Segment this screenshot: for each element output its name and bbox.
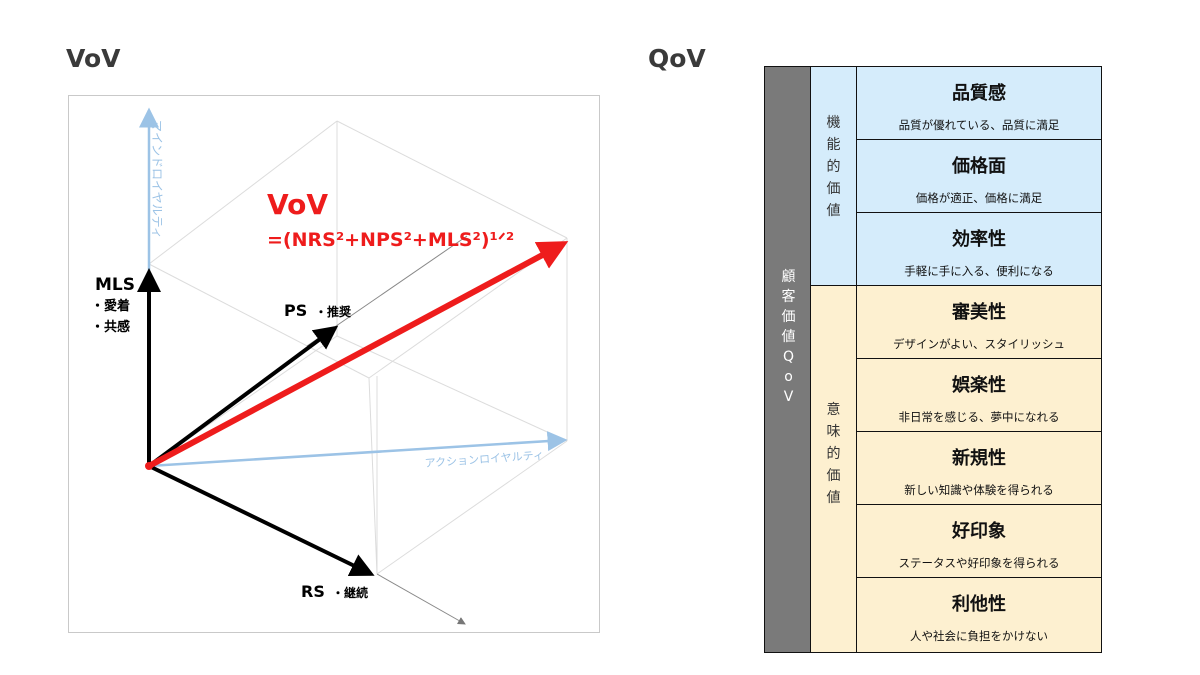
- mls-label: MLS: [95, 275, 135, 295]
- customer-value-char: o: [784, 369, 793, 385]
- functional-value-char: 値: [826, 203, 841, 219]
- rs-extension-line: [376, 573, 466, 625]
- emotional-value-label: 意味的価値: [827, 399, 841, 509]
- qov-item-desc: 新しい知識や体験を得られる: [904, 483, 1054, 497]
- vov-diagram-canvas: マインドロイヤルティ アクションロイヤルティ MLS ・愛着 ・共感 PS ・推…: [91, 107, 569, 625]
- action-loyalty-axis: [148, 431, 568, 468]
- qov-item-desc: 人や社会に負担をかけない: [910, 629, 1048, 643]
- functional-value-char: 価: [826, 181, 841, 197]
- qov-item-title: 価格面: [952, 156, 1006, 177]
- qov-item-desc: 品質が優れている、品質に満足: [898, 118, 1060, 132]
- mls-sub-label-1: ・愛着: [91, 298, 130, 314]
- box-frame-lines: [148, 120, 568, 575]
- ps-label: PS: [284, 301, 307, 320]
- qov-item-title: 利他性: [952, 594, 1006, 615]
- qov-item-quality: 品質感 品質が優れている、品質に満足: [856, 66, 1102, 140]
- qov-item-title: 効率性: [952, 229, 1006, 250]
- rs-vector: [148, 464, 375, 577]
- rs-sub-label: ・継続: [332, 585, 368, 600]
- qov-item-efficiency: 効率性 手軽に手に入る、便利になる: [856, 212, 1102, 286]
- emotional-value-char: 価: [826, 468, 841, 484]
- functional-value-char: 能: [826, 137, 841, 153]
- qov-item-novelty: 新規性 新しい知識や体験を得られる: [856, 431, 1102, 505]
- functional-value-group: 機能的価値: [810, 66, 857, 286]
- vov-heading: VoV: [66, 44, 121, 73]
- customer-value-char: 値: [781, 329, 796, 345]
- qov-item-desc: 非日常を感じる、夢中になれる: [898, 410, 1060, 424]
- mindset-loyalty-label: マインドロイヤルティ: [150, 120, 164, 239]
- qov-item-price: 価格面 価格が適正、価格に満足: [856, 139, 1102, 213]
- emotional-value-group: 意味的価値: [810, 285, 857, 653]
- functional-value-label: 機能的価値: [827, 112, 841, 222]
- qov-item-entertainment: 娯楽性 非日常を感じる、夢中になれる: [856, 358, 1102, 432]
- ps-sub-label: ・推奨: [315, 304, 352, 319]
- vov-diagram: マインドロイヤルティ アクションロイヤルティ MLS ・愛着 ・共感 PS ・推…: [68, 95, 600, 633]
- qov-item-altruism: 利他性 人や社会に負担をかけない: [856, 577, 1102, 653]
- functional-value-char: 機: [826, 115, 841, 131]
- customer-value-char: 顧: [781, 269, 796, 285]
- qov-item-desc: 手軽に手に入る、便利になる: [904, 264, 1054, 278]
- qov-item-desc: 価格が適正、価格に満足: [915, 191, 1043, 205]
- action-loyalty-label: アクションロイヤルティ: [424, 449, 544, 470]
- rs-label: RS: [301, 582, 325, 601]
- qov-item-title: 娯楽性: [952, 375, 1006, 396]
- customer-value-char: V: [783, 389, 794, 405]
- qov-item-title: 品質感: [952, 83, 1006, 104]
- emotional-value-char: 意: [826, 402, 841, 418]
- qov-item-aesthetics: 審美性 デザインがよい、スタイリッシュ: [856, 285, 1102, 359]
- emotional-value-char: 値: [826, 490, 841, 506]
- customer-value-char: 客: [781, 289, 796, 305]
- customer-value-char: Q: [782, 349, 795, 365]
- functional-value-char: 的: [826, 159, 841, 175]
- customer-value-char: 価: [781, 309, 796, 325]
- vov-formula-title: VoV: [267, 188, 328, 221]
- vector-origin: [145, 462, 153, 470]
- qov-item-desc: デザインがよい、スタイリッシュ: [893, 337, 1065, 351]
- ps-vector: [147, 325, 339, 468]
- qov-item-impression: 好印象 ステータスや好印象を得られる: [856, 504, 1102, 578]
- vov-formula-expression: =(NRS²+NPS²+MLS²)¹ᐟ²: [267, 229, 514, 251]
- emotional-value-char: 味: [826, 424, 841, 440]
- qov-item-title: 新規性: [952, 448, 1006, 469]
- qov-item-title: 審美性: [952, 302, 1006, 323]
- vov-resultant-vector: [147, 241, 569, 469]
- emotional-value-char: 的: [826, 446, 841, 462]
- qov-item-title: 好印象: [952, 521, 1006, 542]
- qov-heading: QoV: [648, 44, 706, 73]
- qov-item-desc: ステータスや好印象を得られる: [898, 556, 1060, 570]
- mls-sub-label-2: ・共感: [91, 319, 130, 335]
